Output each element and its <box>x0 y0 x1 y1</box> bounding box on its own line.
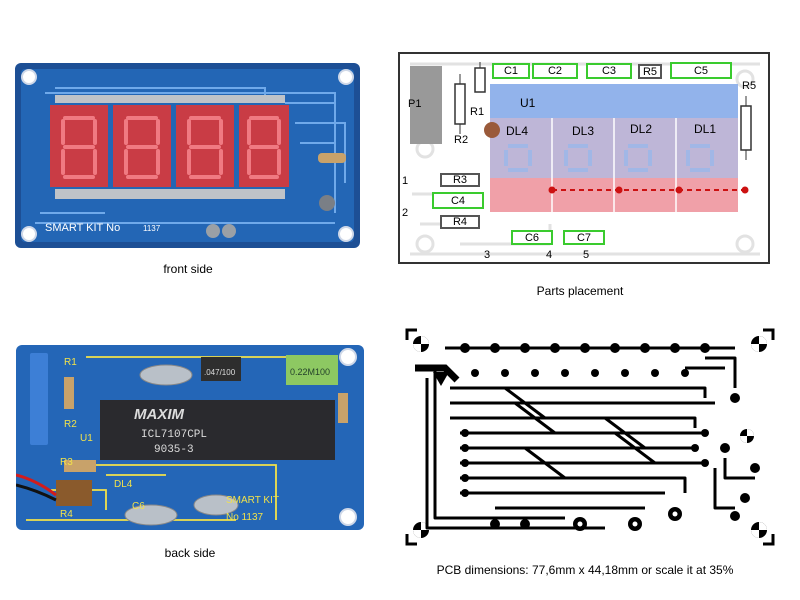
p1-body <box>410 66 442 144</box>
parts-placement-diagram: C1 C2 C3 R5 C5 R5 P1 R1 R2 U1 DL4 DL3 DL… <box>398 52 770 264</box>
front-capacitor <box>319 195 335 211</box>
back-silk-dl4: DL4 <box>114 479 133 490</box>
back-trimmer-pot <box>30 353 48 445</box>
back-silk-r1: R1 <box>64 357 77 368</box>
u1-label: U1 <box>520 96 536 110</box>
pcb-artwork <box>405 328 775 546</box>
back-ic-brand: MAXIM <box>134 406 185 423</box>
u1-outline <box>490 84 738 118</box>
front-seven-segment-displays <box>50 105 289 187</box>
back-silk-r2: R2 <box>64 419 77 430</box>
dl2-label: DL2 <box>630 122 653 136</box>
back-silk-r3: R3 <box>60 457 73 468</box>
pin-2-label: 2 <box>402 207 409 219</box>
pcb-dimensions-caption: PCB dimensions: 77,6mm x 44,18mm or scal… <box>436 563 734 577</box>
c6-part: C6 <box>511 230 553 245</box>
parts-placement-caption: Parts placement <box>536 284 624 298</box>
dl3-label: DL3 <box>572 124 595 138</box>
dl1-label: DL1 <box>694 122 717 136</box>
r2-label: R2 <box>454 134 469 146</box>
c2-part: C2 <box>532 63 578 79</box>
c5-part: C5 <box>670 62 732 79</box>
r3-part: R3 <box>440 173 480 187</box>
r5-top-part: R5 <box>638 64 662 79</box>
back-cap-label-1: .047/100 <box>204 368 236 377</box>
back-silk-r4: R4 <box>60 509 73 520</box>
back-silk-smart: SMART KIT <box>226 495 279 506</box>
dl4-label: DL4 <box>506 124 529 138</box>
back-silk-u1: U1 <box>80 433 93 444</box>
back-ic-part: ICL7107CPL <box>141 429 207 441</box>
back-film-capacitor-1 <box>201 357 241 381</box>
pin-1-label: 1 <box>402 175 409 187</box>
pin-5-label: 5 <box>583 249 590 261</box>
back-ic-date: 9035-3 <box>154 444 194 456</box>
back-side-caption: back side <box>164 546 216 560</box>
front-resistor <box>318 153 346 163</box>
front-side-board-photo: SMART KIT No 1137 <box>15 63 360 248</box>
c4-part: C4 <box>432 192 484 209</box>
back-silk-no: No 1137 <box>226 512 264 523</box>
back-film-capacitor-2 <box>286 355 338 385</box>
pin-3-label: 3 <box>484 249 491 261</box>
front-kit-number: 1137 <box>143 224 161 233</box>
r1-label: R1 <box>470 106 485 118</box>
r4-part: R4 <box>440 215 480 229</box>
back-side-board-photo: .047/100 0.22M100 MAXIM ICL7107CPL 9035-… <box>15 345 364 530</box>
front-side-caption: front side <box>163 262 213 276</box>
r5-side-label: R5 <box>742 80 757 92</box>
c3-part: C3 <box>586 63 632 79</box>
p1-label: P1 <box>408 98 422 110</box>
c1-part: C1 <box>492 63 530 79</box>
registration-targets <box>413 336 767 538</box>
pin-4-label: 4 <box>546 249 553 261</box>
c7-part: C7 <box>563 230 605 245</box>
back-cap-label-2: 0.22M100 <box>290 367 330 377</box>
back-silk-c6: C6 <box>132 501 145 512</box>
back-maxim-ic <box>100 400 335 460</box>
front-silkscreen-label: SMART KIT No <box>45 222 120 234</box>
